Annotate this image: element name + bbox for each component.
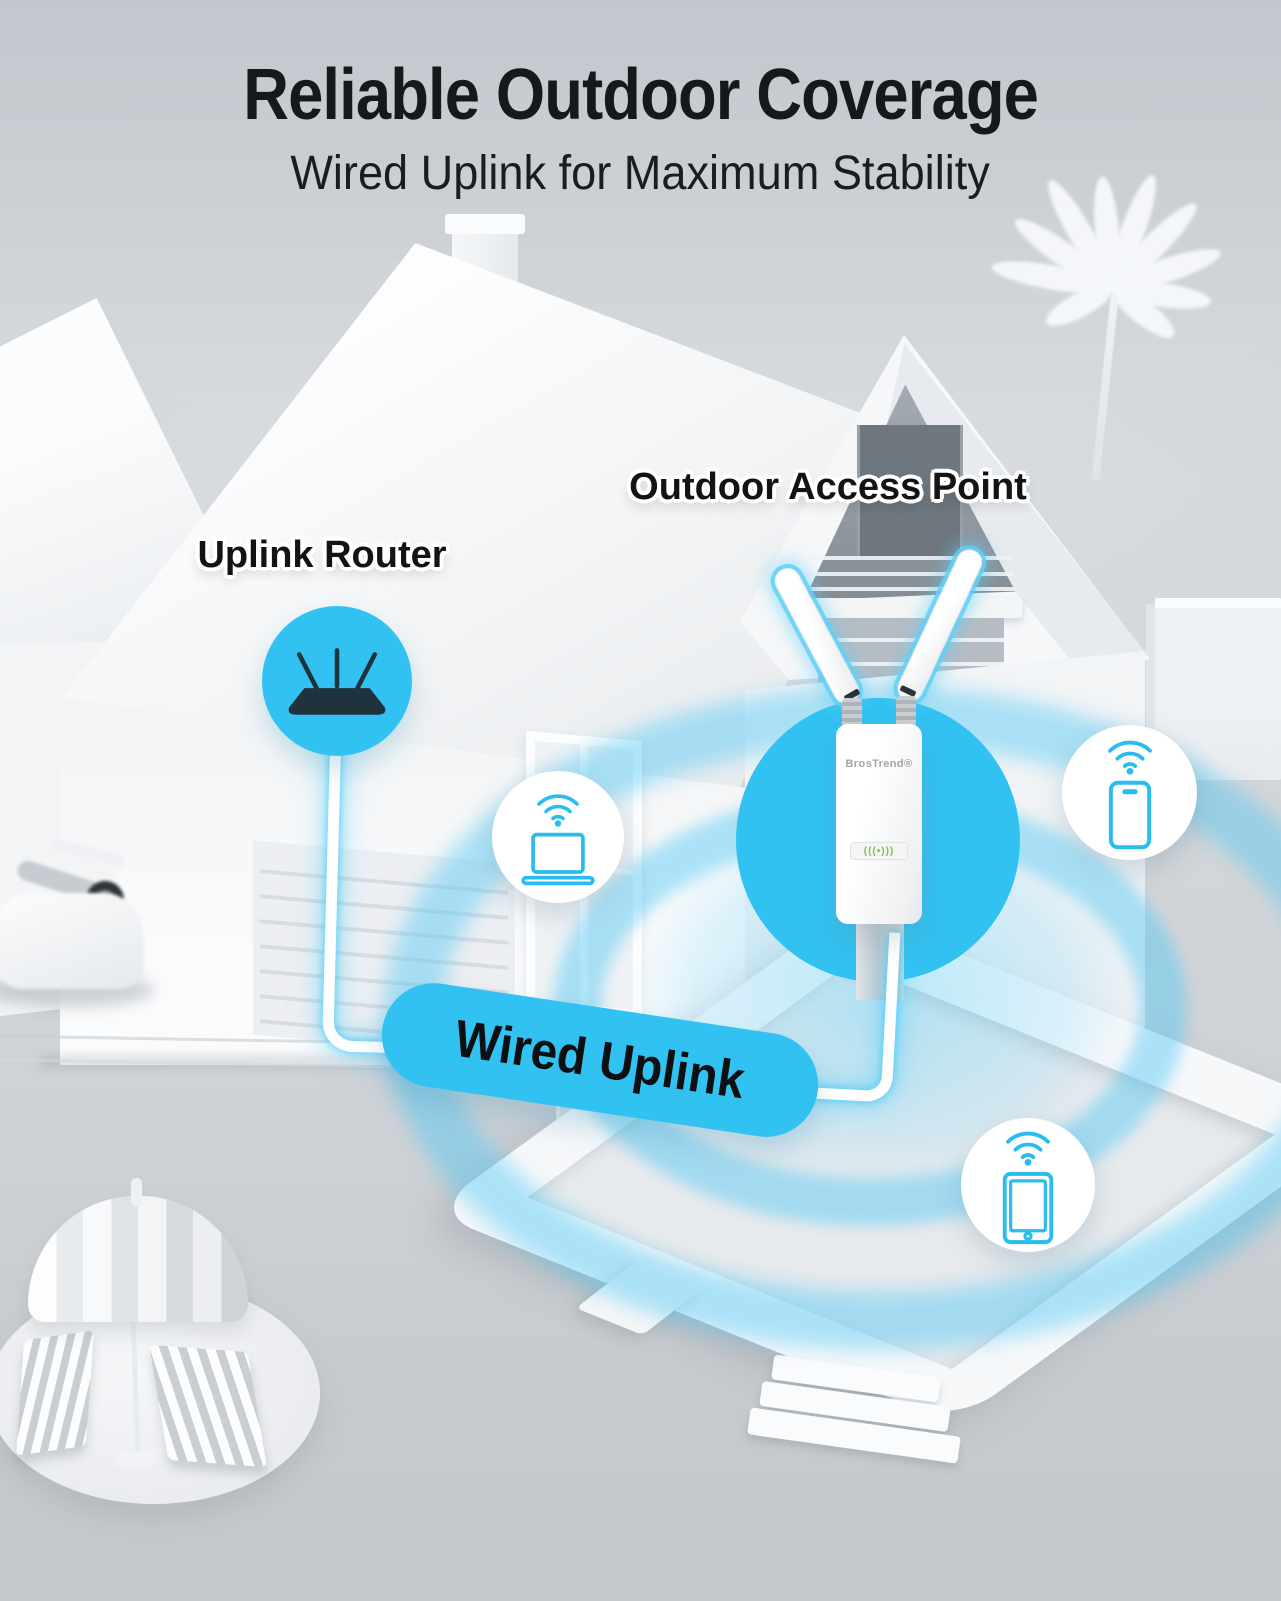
router-icon	[288, 648, 386, 715]
beach-chair	[149, 1344, 267, 1468]
wifi-signal-icon	[1006, 1131, 1050, 1166]
car-body	[0, 893, 144, 989]
balcony-railing-bar	[803, 587, 1017, 591]
balcony-trim	[818, 638, 1004, 642]
balcony-windows	[857, 425, 963, 560]
beach-chair	[16, 1330, 94, 1456]
chimney-cap	[445, 214, 525, 234]
umbrella-tip	[131, 1178, 142, 1206]
smartphone-icon	[1108, 780, 1151, 850]
mounting-pole	[856, 918, 904, 1000]
balcony-railing-bar	[806, 572, 1014, 576]
outdoor-access-point-label: Outdoor Access Point	[629, 466, 1027, 508]
access-point-device: BrosTrend® (((•)))	[836, 724, 922, 924]
page-title-text: Reliable Outdoor Coverage	[243, 55, 1039, 135]
tablet-icon	[1002, 1171, 1054, 1244]
page-title: Reliable Outdoor Coverage	[0, 54, 1281, 136]
antenna-connector	[896, 696, 916, 732]
balcony-slab	[798, 598, 1022, 618]
led-indicator: (((•)))	[850, 842, 908, 860]
laptop-icon	[521, 832, 595, 885]
page-subtitle: Wired Uplink for Maximum Stability	[0, 146, 1281, 201]
tablet-node	[961, 1118, 1095, 1252]
wifi-signal-icon	[1107, 740, 1152, 775]
phone-node	[1062, 725, 1197, 860]
brand-logo: BrosTrend®	[845, 758, 913, 770]
wired-uplink-label: Wired Uplink	[451, 1009, 749, 1111]
page-subtitle-text: Wired Uplink for Maximum Stability	[290, 147, 991, 200]
laptop-node	[492, 771, 624, 903]
uplink-router-label: Uplink Router	[197, 534, 447, 576]
umbrella-canopy	[28, 1196, 248, 1322]
balcony-railing-bar	[808, 556, 1012, 560]
car	[0, 838, 154, 1015]
umbrella-base	[116, 1452, 156, 1466]
wifi-signal-icon	[537, 793, 579, 827]
router-circle	[262, 606, 412, 756]
palm-trunk	[1091, 294, 1119, 482]
